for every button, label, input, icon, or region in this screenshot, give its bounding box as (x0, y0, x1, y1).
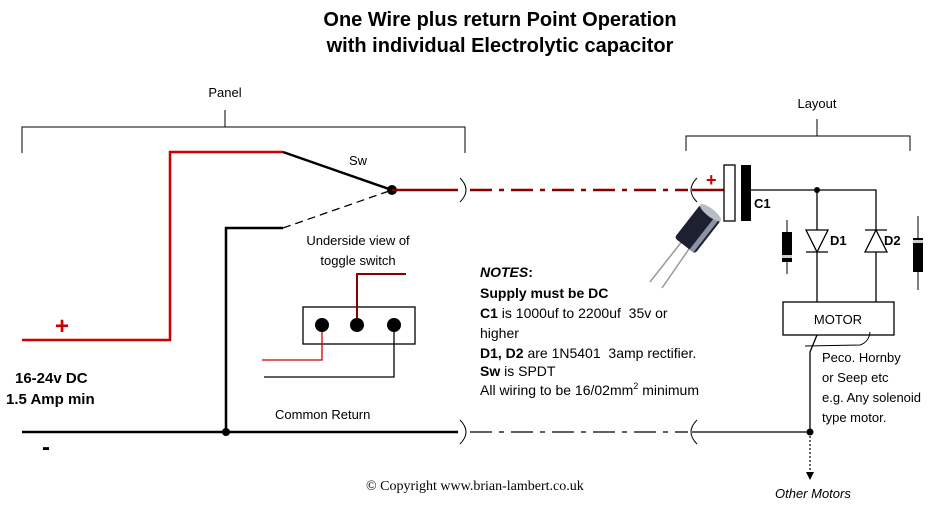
negative-terminal-sign: - (42, 434, 50, 461)
toggle-terminal-2 (350, 318, 364, 332)
diagram-title-line1: One Wire plus return Point Operation (323, 9, 676, 31)
copyright-notice: © Copyright www.brian-lambert.co.uk (366, 479, 584, 494)
panel-label: Panel (208, 85, 241, 100)
notes-c1-spec: C1 is 1000uf to 2200uf 35v or (480, 305, 668, 321)
return-wire-break-right (690, 419, 698, 445)
notes-supply-dc: Supply must be DC (480, 285, 608, 301)
switch-alt-position (282, 189, 393, 229)
notes-diode-spec: D1, D2 are 1N5401 3amp rectifier. (480, 345, 696, 361)
capacitor-positive-sign: + (706, 170, 717, 190)
motor-note-pointer (804, 331, 871, 347)
diode-d2-label: D2 (884, 233, 901, 248)
motor-label: MOTOR (814, 312, 862, 327)
signal-wire-break-left (459, 177, 467, 203)
motor-note-line4: type motor. (822, 410, 886, 425)
toggle-switch-caption-line2: toggle switch (320, 253, 395, 268)
electrolytic-capacitor-icon (649, 204, 722, 289)
junction-dot-panel-return (222, 428, 230, 436)
positive-terminal-sign: + (55, 313, 69, 340)
toggle-terminal-1 (315, 318, 329, 332)
supply-current-label: 1.5 Amp min (6, 391, 95, 408)
return-wire-break-left (459, 419, 467, 445)
motor-box (782, 301, 895, 336)
motor-note-line2: or Seep etc (822, 370, 889, 385)
other-motors-label: Other Motors (775, 486, 851, 501)
capacitor-c1-label: C1 (754, 196, 771, 211)
other-motors-arrow (806, 472, 814, 480)
motor-note-line1: Peco. Hornby (822, 350, 901, 365)
diode-d2-component-icon (913, 216, 923, 290)
positive-supply-wire (22, 150, 283, 342)
toggle-positive-terminal-wire (262, 325, 323, 361)
toggle-common-terminal-wire (356, 273, 406, 325)
signal-wire-break-right (690, 177, 698, 203)
supply-voltage-label: 16-24v DC (15, 370, 88, 387)
capacitor-output-wire (751, 189, 877, 302)
motor-note-line3: e.g. Any solenoid (822, 390, 921, 405)
diode-d1-label: D1 (830, 233, 847, 248)
motor-common-wire (809, 334, 818, 432)
notes-switch-spec: Sw is SPDT (480, 363, 556, 379)
toggle-terminal-3 (387, 318, 401, 332)
common-return-label: Common Return (275, 407, 370, 422)
notes-wiring-spec: All wiring to be 16/02mm2 minimum (480, 381, 699, 398)
junction-dot-top (814, 187, 820, 193)
toggle-switch-caption-line1: Underside view of (306, 233, 410, 248)
switch-return-wire (224, 226, 283, 432)
switch-lever (282, 150, 393, 192)
notes-heading: NOTES: (480, 264, 533, 280)
layout-label: Layout (797, 96, 836, 111)
layout-bracket (685, 119, 911, 151)
diagram-title-line2: with individual Electrolytic capacitor (326, 35, 674, 57)
diode-d1-component-icon (782, 220, 792, 274)
capacitor-c1-symbol (723, 164, 751, 222)
diode-d2-symbol (863, 228, 889, 253)
diode-d1-symbol (804, 229, 830, 254)
notes-c1-spec-cont: higher (480, 325, 519, 341)
toggle-return-terminal-wire (264, 325, 395, 378)
switch-label: Sw (349, 153, 368, 168)
panel-bracket (21, 110, 466, 153)
